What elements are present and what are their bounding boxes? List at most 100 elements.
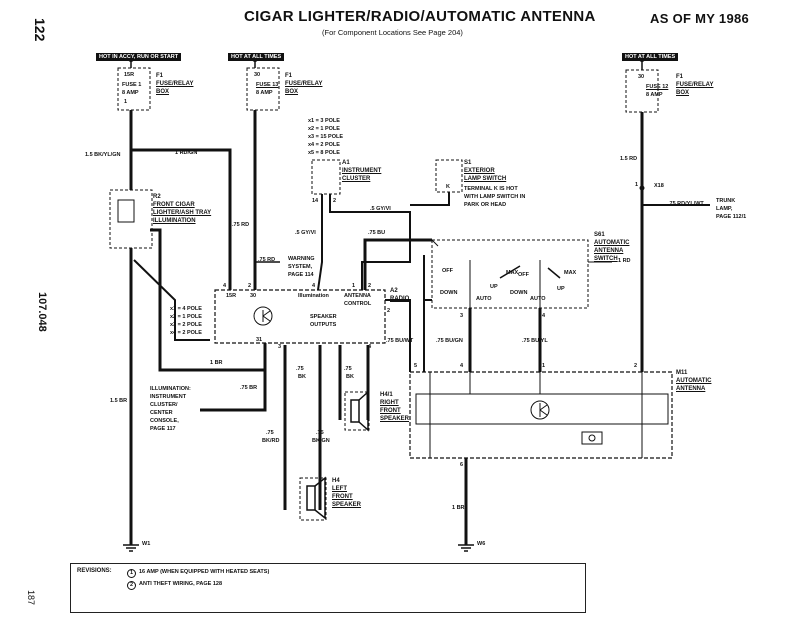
s1-label1: EXTERIOR (464, 168, 495, 174)
pin: 4 (542, 313, 546, 319)
pin: 3 (278, 344, 282, 350)
model-year: AS OF MY 1986 (650, 11, 750, 26)
switch-up-1: UP (490, 284, 498, 290)
wire-label: .75 (296, 366, 304, 372)
pin: 1 (635, 182, 639, 188)
ground-w1: W1 (142, 541, 151, 547)
fuse-f1a-top: 15R (124, 72, 135, 78)
pin: 14 (312, 198, 319, 204)
revision-2-text: ANTI THEFT WIRING, PAGE 128 (139, 581, 223, 587)
radio-speaker-label1: SPEAKER (310, 314, 337, 320)
r2-label2: LIGHTER/ASH TRAY (153, 210, 212, 216)
fuse-f1c-top: 30 (638, 74, 645, 80)
h4-id: H4 (332, 478, 340, 484)
pole-list: x2 = 1 POLE (308, 126, 340, 132)
wire-label: .75 BU/GN (436, 338, 463, 344)
r2-label3: ILLUMINATION (153, 218, 196, 224)
pin: 2 (634, 363, 638, 369)
pin: 3 (460, 313, 464, 319)
pin: 2 (248, 283, 252, 289)
hot-label-all-times-2: HOT AT ALL TIMES (622, 53, 679, 61)
fuse-f1b-label3: BOX (285, 89, 299, 95)
wire-label: .75 BU/YL (522, 338, 548, 344)
switch-auto-2: AUTO (530, 296, 546, 302)
hot-label-all-times-1: HOT AT ALL TIMES (228, 53, 285, 61)
warning-label1: WARNING (288, 256, 315, 262)
warning-label2: SYSTEM, (288, 264, 313, 270)
fuse-f1b-label: F1 (285, 73, 293, 79)
a2-note: 2 (387, 308, 391, 314)
revisions-box: REVISIONS: 1 16 AMP (WHEN EQUIPPED WITH … (70, 563, 586, 613)
x18-id: X18 (654, 183, 664, 189)
page-subtitle: (For Component Locations See Page 204) (322, 28, 463, 37)
fuse-f1a-amp: 8 AMP (122, 90, 139, 96)
r2-id: R2 (153, 194, 161, 200)
h41-id: H4/1 (380, 392, 393, 398)
fuse-f1b-top: 30 (254, 72, 261, 78)
revision-1-number: 1 (127, 569, 136, 578)
h4-label3: SPEAKER (332, 502, 362, 508)
pin: 2 (333, 198, 337, 204)
wire-label: .75 (316, 430, 324, 436)
a1-label1: INSTRUMENT (342, 168, 382, 174)
radio-pole-list: x2 = 1 POLE (170, 314, 202, 320)
pin: 4 (312, 283, 316, 289)
m11-label2: ANTENNA (676, 386, 706, 392)
illum-label: CLUSTER/ (150, 402, 178, 408)
wire-label: .75 BU (368, 230, 386, 236)
radio-terminal-illumination: Illumination (298, 293, 329, 299)
pin: 2 (368, 283, 372, 289)
m11-id: M11 (676, 370, 688, 376)
pole-list: x5 = 8 POLE (308, 150, 340, 156)
ground-w6: W6 (477, 541, 486, 547)
fuse-f1b-fuse: FUSE 13 (256, 82, 279, 88)
illum-label: INSTRUMENT (150, 394, 187, 400)
a1-id: A1 (342, 160, 350, 166)
switch-max-1: MAX (506, 270, 519, 276)
fuse-f1a-note: 1 (124, 99, 128, 105)
pin: 1 (352, 283, 356, 289)
radio-pole-list: x4 = 2 POLE (170, 330, 202, 336)
switch-off-2: OFF (518, 272, 529, 278)
pin: 1 (542, 363, 546, 369)
wire-label: 1.5 BK/YL/GN (85, 152, 121, 158)
fuse-f1c-label2: FUSE/RELAY (676, 82, 714, 88)
pole-list: x1 = 3 POLE (308, 118, 340, 124)
page-title: CIGAR LIGHTER/RADIO/AUTOMATIC ANTENNA (244, 8, 596, 25)
a2-label: RADIO (390, 296, 410, 302)
wire-label: BK/RD (262, 438, 280, 444)
wire-label: 1 RD/GN (175, 150, 198, 156)
a2-id: A2 (390, 288, 398, 294)
fuse-f1a-label3: BOX (156, 89, 170, 95)
pin: 6 (460, 462, 464, 468)
pin: 4 (460, 363, 464, 369)
illum-label: CENTER (150, 410, 173, 416)
wire-label: .75 (344, 366, 352, 372)
s1-label2: LAMP SWITCH (464, 176, 507, 182)
wire-label: .75 (266, 430, 274, 436)
switch-down-1: DOWN (440, 290, 458, 296)
fuse-f1c-amp: 8 AMP (646, 92, 663, 98)
m11-label1: AUTOMATIC (676, 378, 712, 384)
wire-label: 1.5 RD (620, 156, 638, 162)
s1-id: S1 (464, 160, 472, 166)
wire-label: .75 RD/YL/WT (668, 201, 704, 207)
fuse-f1a-label2: FUSE/RELAY (156, 81, 194, 87)
s61-id: S61 (594, 232, 605, 238)
switch-off-1: OFF (442, 268, 453, 274)
wire-label: .5 GY/VI (295, 230, 316, 236)
s61-label3: SWITCH (594, 256, 618, 262)
pin: 5 (414, 363, 418, 369)
pin: K (446, 184, 450, 190)
x18-label3: PAGE 112/1 (716, 214, 747, 220)
wire-label: BK (346, 374, 354, 380)
r2-label1: FRONT CIGAR (153, 202, 195, 208)
radio-antenna-label1: ANTENNA (344, 293, 371, 299)
h4-label1: LEFT (332, 486, 347, 492)
radio-terminal-30: 30 (250, 293, 257, 299)
pin: 31 (256, 337, 263, 343)
fuse-f1b-amp: 8 AMP (256, 90, 273, 96)
fuse-f1a-label: F1 (156, 73, 164, 79)
radio-speaker-label2: OUTPUTS (310, 322, 337, 328)
